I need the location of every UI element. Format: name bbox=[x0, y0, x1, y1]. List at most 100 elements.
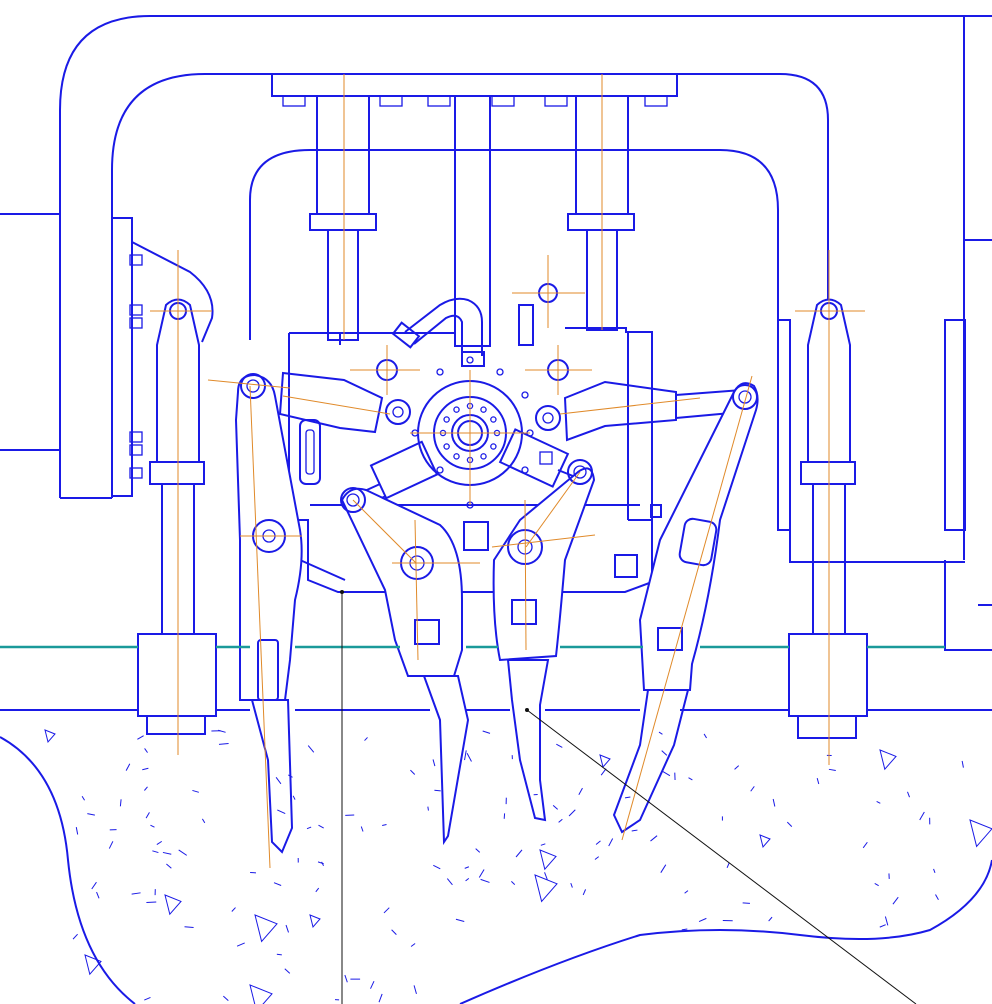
bolt-head bbox=[282, 95, 306, 107]
soil-dash bbox=[608, 838, 614, 847]
soil-dash bbox=[315, 887, 320, 893]
soil-dash bbox=[292, 795, 296, 800]
soil-dash bbox=[862, 841, 868, 849]
soil-stone bbox=[759, 834, 771, 849]
centerlines bbox=[150, 74, 865, 869]
soil-dash bbox=[81, 795, 85, 801]
hub-bolt-hole bbox=[490, 416, 497, 423]
soil-dash bbox=[595, 840, 601, 845]
soil-dash bbox=[726, 862, 730, 869]
mid-right-arm bbox=[492, 459, 596, 822]
soil-dash bbox=[464, 750, 467, 761]
hub-bolt-hole bbox=[453, 453, 460, 460]
hub-bolt-hole bbox=[490, 443, 497, 450]
soil-dash bbox=[961, 760, 964, 768]
soil-stone bbox=[249, 984, 273, 1004]
hub-bolt-hole bbox=[443, 416, 450, 423]
soil-dash bbox=[892, 896, 899, 905]
soil-stone bbox=[534, 874, 558, 903]
soil-dash bbox=[688, 777, 693, 781]
soil-dash bbox=[231, 907, 236, 912]
soil-dash bbox=[344, 974, 348, 983]
soil-stone bbox=[164, 894, 182, 916]
soil-dash bbox=[236, 942, 245, 947]
left-bracket bbox=[111, 217, 214, 497]
soil-dash bbox=[162, 851, 172, 855]
soil-dash bbox=[360, 826, 364, 832]
vertical-columns bbox=[309, 95, 635, 347]
soil-dash bbox=[145, 812, 150, 819]
flange-hole bbox=[496, 368, 504, 376]
soil-dash bbox=[540, 843, 546, 846]
soil-dash bbox=[558, 818, 563, 823]
bolt-head bbox=[379, 95, 403, 107]
mid-left-arm bbox=[340, 487, 470, 846]
hub-bolt-hole bbox=[443, 443, 450, 450]
soil-dash bbox=[511, 881, 516, 886]
soil-dash bbox=[131, 892, 141, 895]
right-arm bbox=[612, 382, 759, 834]
soil-dash bbox=[144, 748, 148, 753]
soil-stone bbox=[84, 954, 102, 976]
soil-dash bbox=[75, 827, 79, 835]
soil-dash bbox=[578, 787, 583, 795]
soil-dash bbox=[552, 804, 559, 810]
soil-dash bbox=[703, 733, 707, 739]
soil-dash bbox=[515, 849, 523, 858]
inner-frame bbox=[249, 149, 965, 563]
soil-dash bbox=[465, 877, 470, 882]
soil-dash bbox=[455, 918, 465, 922]
soil-dash bbox=[816, 778, 820, 785]
soil-dash bbox=[661, 750, 668, 756]
soil-dash bbox=[624, 796, 631, 799]
soil-dash bbox=[734, 765, 740, 770]
soil-dash bbox=[223, 995, 229, 1001]
soil-dash bbox=[184, 926, 194, 929]
soil-dash bbox=[108, 841, 114, 849]
soil-dash bbox=[478, 869, 485, 878]
soil-dash bbox=[142, 767, 149, 771]
soil-dash bbox=[432, 759, 436, 767]
soil-dash bbox=[631, 829, 638, 832]
soil-dash bbox=[874, 883, 879, 887]
soil-dash bbox=[434, 789, 441, 792]
soil-dash bbox=[480, 878, 490, 883]
bolt-head bbox=[427, 95, 451, 107]
soil-dash bbox=[144, 786, 148, 791]
soil-dash bbox=[378, 993, 383, 1003]
soil-dash bbox=[91, 881, 97, 890]
soil-dash bbox=[768, 916, 773, 922]
soil-dash bbox=[427, 806, 429, 811]
soil-dash bbox=[933, 868, 936, 874]
soil-dash bbox=[786, 821, 793, 827]
soil-dash bbox=[658, 731, 663, 735]
soil-dash bbox=[907, 791, 910, 798]
soil-dash bbox=[410, 769, 416, 775]
soil-dash bbox=[150, 824, 155, 828]
soil-dash bbox=[475, 848, 481, 853]
soil-dash bbox=[87, 813, 95, 816]
soil-dash bbox=[662, 771, 671, 777]
soil-dash bbox=[178, 849, 188, 856]
soil-stone bbox=[969, 819, 992, 848]
soil-dash bbox=[146, 901, 157, 903]
soil-dash bbox=[382, 824, 387, 827]
soil-dash bbox=[276, 953, 282, 956]
hose-pipe bbox=[391, 297, 485, 367]
soil-dash bbox=[273, 882, 282, 886]
soil-dash bbox=[317, 861, 324, 865]
soil-dash bbox=[96, 891, 100, 899]
top-plate bbox=[271, 73, 678, 107]
soil-dash bbox=[410, 943, 416, 947]
flange-hole bbox=[521, 391, 529, 399]
soil-stone bbox=[539, 849, 557, 871]
soil-dash bbox=[166, 863, 172, 869]
soil-dash bbox=[72, 933, 78, 940]
soil-dash bbox=[275, 777, 282, 785]
soil-dash bbox=[568, 809, 576, 817]
outer-frame bbox=[0, 15, 992, 651]
soil-dash bbox=[482, 730, 491, 734]
soil-dash bbox=[772, 798, 776, 807]
